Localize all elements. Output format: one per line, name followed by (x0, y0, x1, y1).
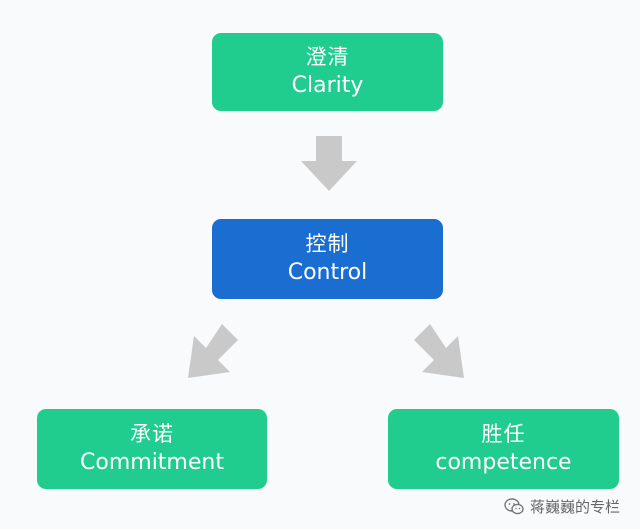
node-control-en-label: Control (287, 260, 368, 285)
watermark-text: 蒋巍巍的专栏 (529, 498, 620, 516)
node-competence-zh-label: 胜任 (481, 422, 526, 446)
node-commitment: 承诺 Commitment (37, 409, 267, 489)
node-control: 控制 Control (212, 219, 443, 299)
wechat-icon (504, 497, 524, 514)
watermark: 蒋巍巍的专栏 (504, 496, 620, 517)
arrow-clarity-to-control (301, 136, 357, 191)
arrow-control-to-commitment (188, 324, 238, 378)
node-clarity-zh-label: 澄清 (305, 45, 350, 69)
node-control-zh-label: 控制 (305, 232, 350, 256)
arrow-control-to-competence (414, 324, 464, 378)
node-competence-en-label: competence (435, 450, 572, 475)
node-commitment-zh-label: 承诺 (130, 422, 174, 446)
node-competence: 胜任 competence (388, 409, 619, 489)
node-clarity-en-label: Clarity (291, 73, 364, 98)
node-commitment-en-label: Commitment (80, 450, 224, 475)
node-clarity: 澄清 Clarity (212, 33, 443, 111)
